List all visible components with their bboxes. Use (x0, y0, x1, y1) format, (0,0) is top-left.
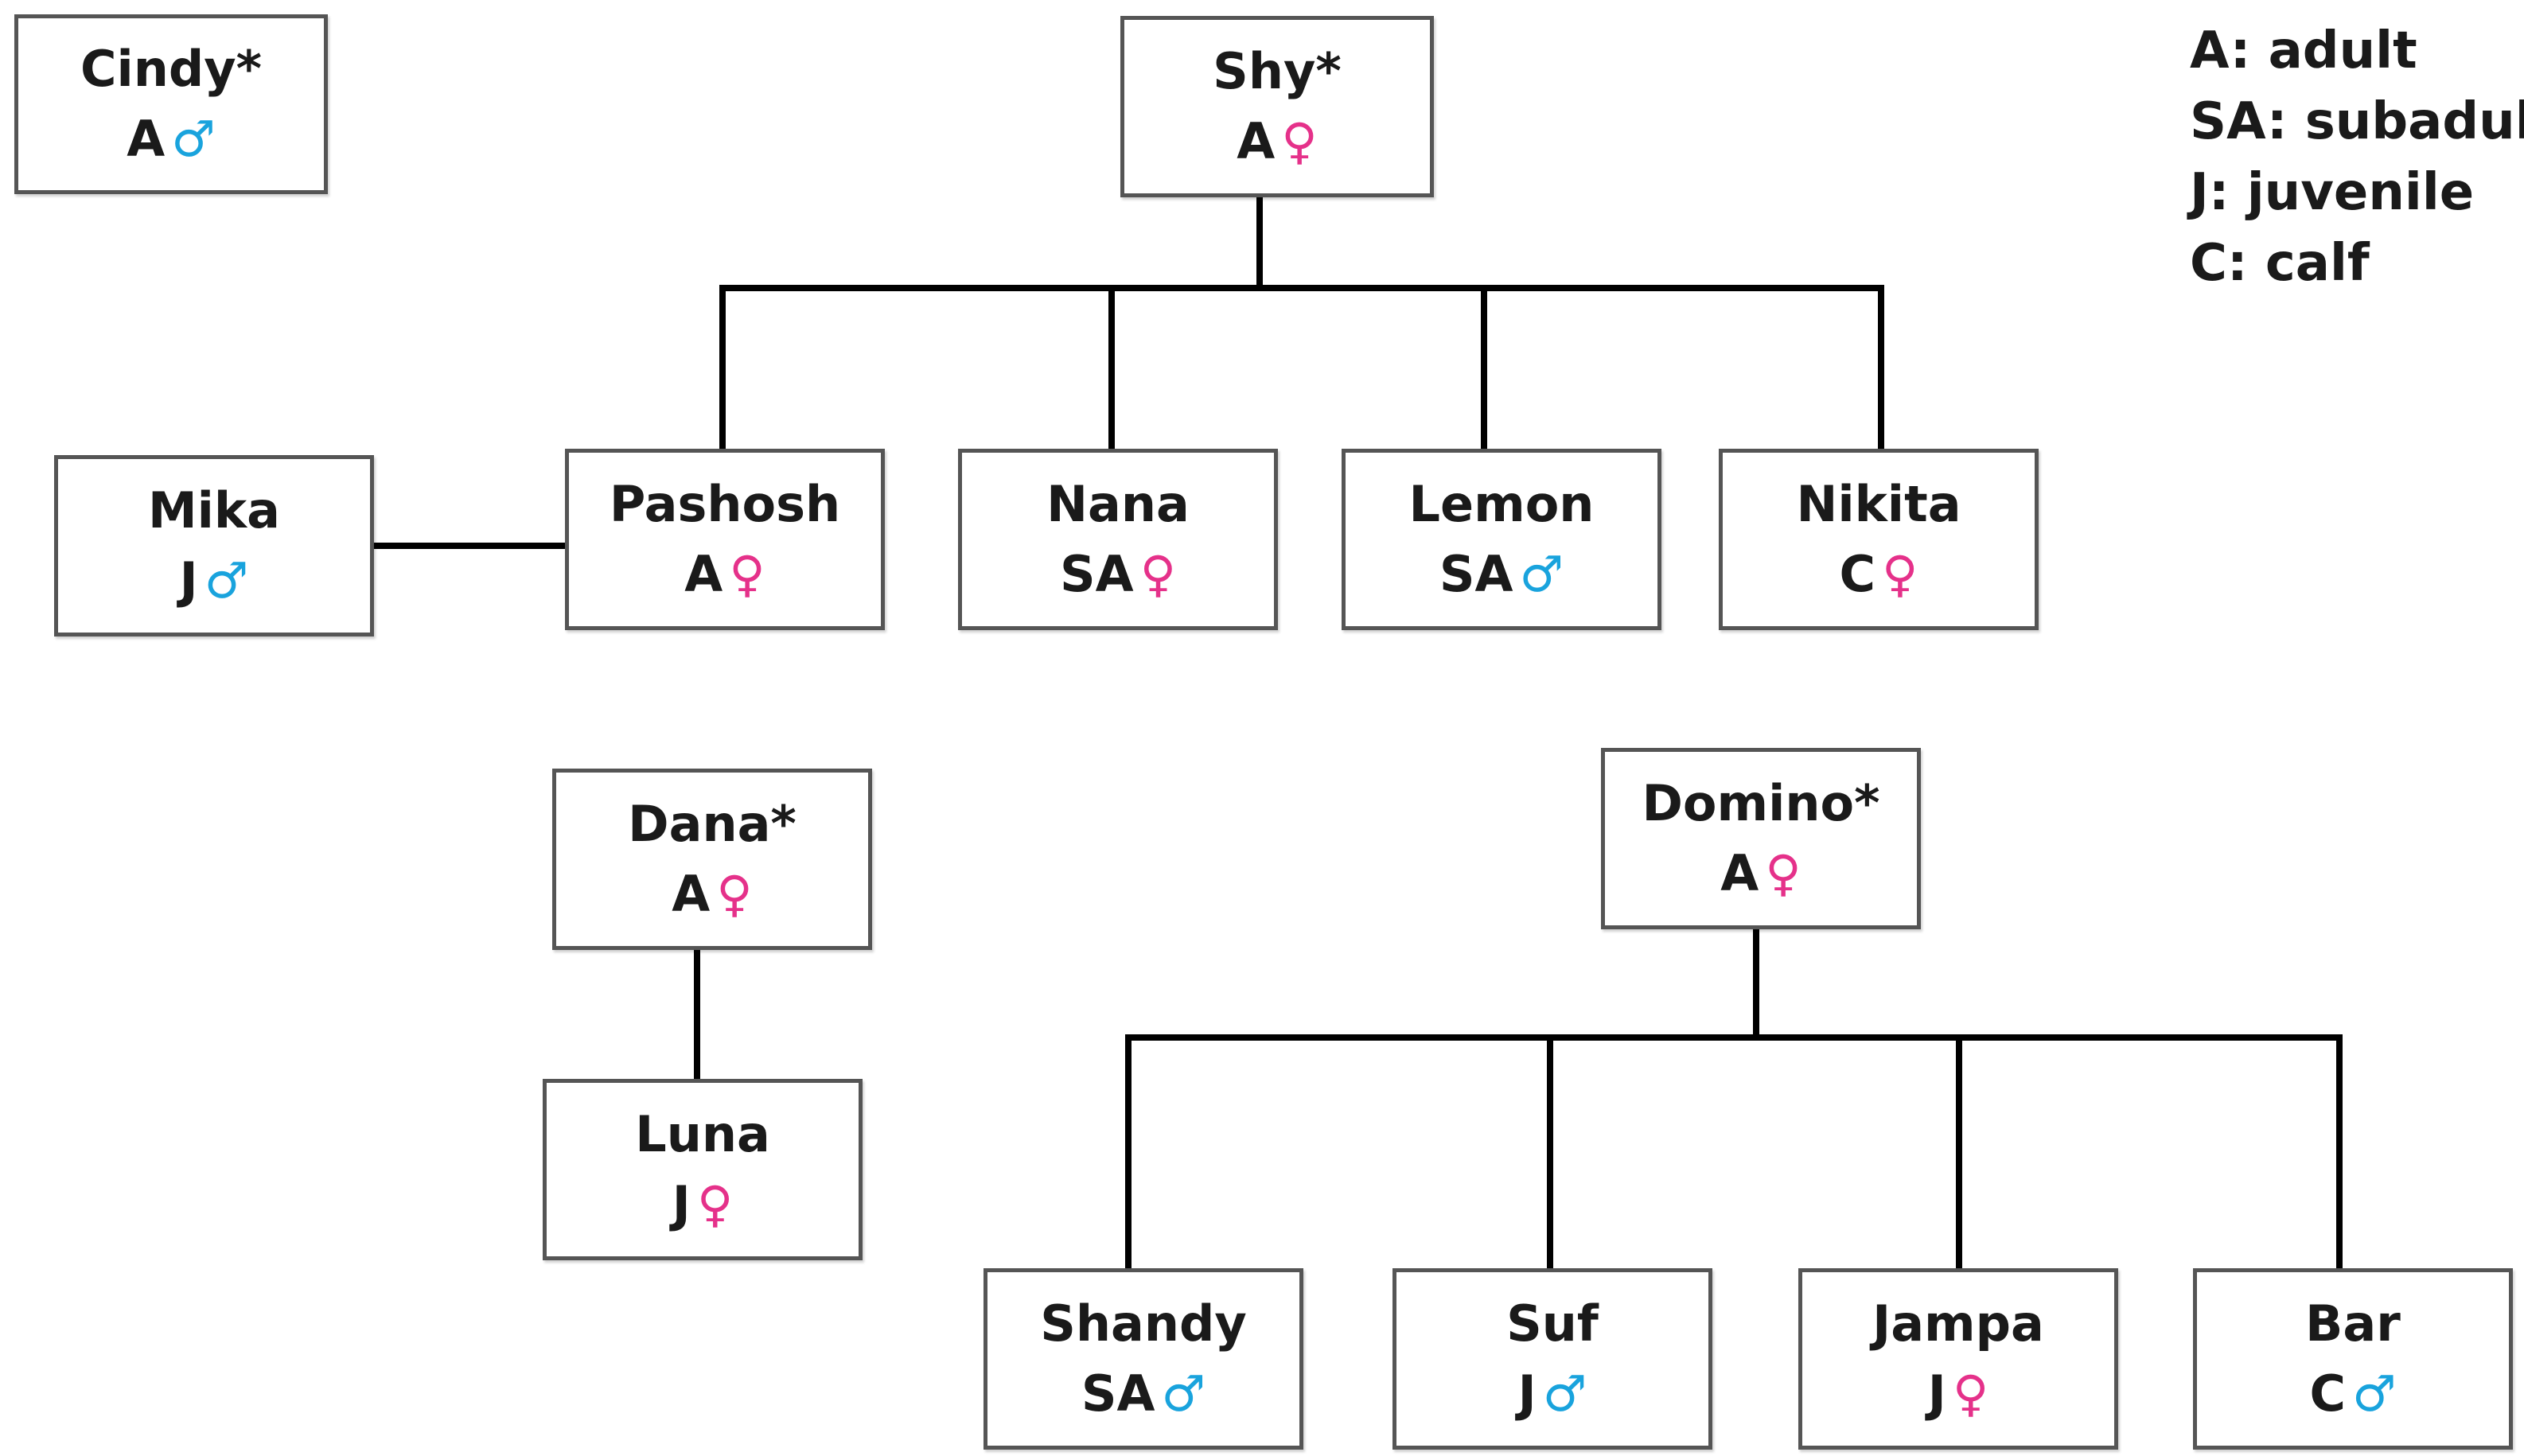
female-icon: ♀ (1882, 545, 1918, 603)
node-name: Shy* (1213, 41, 1342, 100)
node-nikita: Nikita C♀ (1719, 449, 2039, 630)
male-icon: ♂ (204, 551, 249, 609)
legend-subadult: SA: subadult (2190, 92, 2524, 151)
male-icon: ♂ (171, 110, 216, 168)
female-icon: ♀ (729, 545, 765, 603)
legend-juvenile: J: juvenile (2190, 163, 2475, 222)
node-name: Bar (2305, 1294, 2401, 1353)
female-icon: ♀ (1281, 112, 1318, 170)
age-class: A (684, 545, 723, 603)
node-jampa: Jampa J♀ (1798, 1268, 2118, 1450)
male-icon: ♂ (1161, 1365, 1206, 1423)
node-name: Pashosh (609, 474, 841, 533)
node-pashosh: Pashosh A♀ (565, 449, 885, 630)
male-icon: ♂ (2351, 1365, 2397, 1423)
node-name: Nana (1046, 474, 1190, 533)
age-class: J (1927, 1365, 1946, 1423)
age-class: SA (1059, 545, 1134, 603)
male-icon: ♂ (1519, 545, 1564, 603)
node-name: Luna (635, 1104, 770, 1163)
node-name: Mika (147, 481, 281, 539)
node-cindy: Cindy* A♂ (14, 14, 328, 194)
female-icon: ♀ (696, 1175, 734, 1233)
node-name: Lemon (1408, 474, 1595, 533)
node-bar: Bar C♂ (2193, 1268, 2513, 1450)
female-icon: ♀ (1139, 545, 1177, 603)
node-lemon: Lemon SA♂ (1342, 449, 1661, 630)
legend-calf: C: calf (2190, 234, 2370, 293)
node-name: Dana* (628, 794, 797, 853)
legend: A: adult SA: subadult J: juvenile C: cal… (2190, 16, 2524, 299)
age-class: C (1839, 545, 1876, 603)
female-icon: ♀ (716, 865, 753, 923)
node-name: Suf (1506, 1294, 1599, 1353)
age-class: J (179, 551, 198, 609)
node-name: Jampa (1872, 1294, 2044, 1353)
age-class: A (672, 865, 711, 923)
node-mika: Mika J♂ (54, 455, 374, 637)
node-domino: Domino* A♀ (1601, 748, 1921, 929)
male-icon: ♂ (1542, 1365, 1587, 1423)
node-shy: Shy* A♀ (1120, 16, 1434, 197)
age-class: A (127, 110, 166, 168)
age-class: SA (1081, 1365, 1155, 1423)
node-luna: Luna J♀ (543, 1079, 863, 1260)
age-class: C (2309, 1365, 2346, 1423)
age-class: A (1720, 844, 1759, 902)
node-shandy: Shandy SA♂ (984, 1268, 1303, 1450)
node-name: Cindy* (80, 39, 263, 98)
node-name: Nikita (1796, 474, 1961, 533)
node-suf: Suf J♂ (1392, 1268, 1712, 1450)
node-name: Shandy (1040, 1294, 1247, 1353)
age-class: A (1237, 112, 1276, 170)
age-class: J (672, 1175, 691, 1233)
age-class: SA (1439, 545, 1513, 603)
legend-adult: A: adult (2190, 21, 2417, 80)
node-nana: Nana SA♀ (958, 449, 1278, 630)
female-icon: ♀ (1765, 844, 1801, 902)
node-dana: Dana* A♀ (552, 769, 872, 950)
age-class: J (1517, 1365, 1537, 1423)
node-name: Domino* (1642, 773, 1880, 832)
female-icon: ♀ (1952, 1365, 1989, 1423)
